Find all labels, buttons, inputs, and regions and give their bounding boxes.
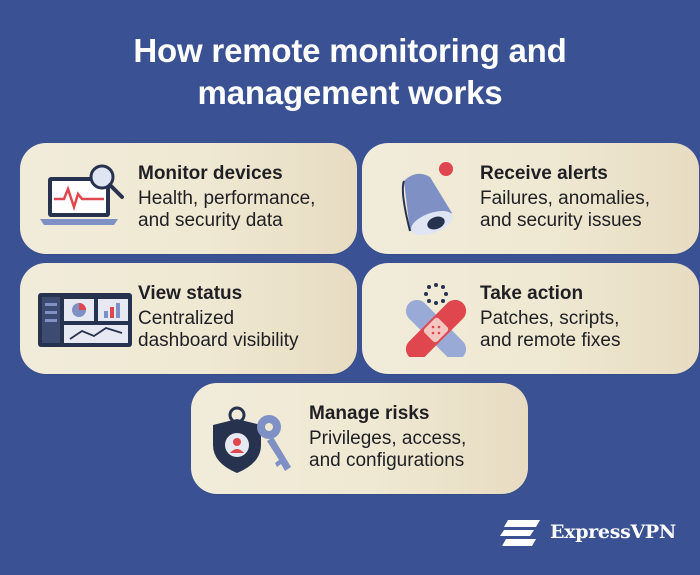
laptop-magnifier-icon	[38, 161, 132, 237]
dashboard-icon	[38, 281, 132, 357]
card-description-line-2: dashboard visibility	[138, 330, 299, 351]
card-receive-alerts: Receive alerts Failures, anomalies, and …	[362, 143, 699, 254]
card-description-line-2: and configurations	[309, 450, 465, 471]
page-title-line-2: management works	[197, 74, 503, 111]
page-title-line-1: How remote monitoring and	[133, 32, 567, 69]
expressvpn-mark-icon	[500, 520, 540, 546]
card-heading: Take action	[480, 283, 584, 304]
card-description-line-1: Failures, anomalies,	[480, 188, 651, 209]
bell-alert-icon	[380, 161, 474, 237]
card-description-line-2: and remote fixes	[480, 330, 621, 351]
card-description-line-1: Centralized	[138, 308, 235, 329]
card-description-line-1: Patches, scripts,	[480, 308, 620, 329]
card-manage-risks: Manage risks Privileges, access, and con…	[191, 383, 528, 494]
shield-key-icon	[209, 401, 303, 477]
card-description-line-2: and security data	[138, 210, 283, 231]
card-view-status: View status Centralized dashboard visibi…	[20, 263, 357, 374]
expressvpn-logo: ExpressVPN	[500, 516, 680, 550]
card-heading: Monitor devices	[138, 163, 283, 184]
card-description-line-2: and security issues	[480, 210, 642, 231]
card-description-line-1: Health, performance,	[138, 188, 316, 209]
page-title: How remote monitoring and management wor…	[0, 30, 700, 114]
card-heading: Manage risks	[309, 403, 430, 424]
card-description-line-1: Privileges, access,	[309, 428, 467, 449]
card-heading: Receive alerts	[480, 163, 608, 184]
card-heading: View status	[138, 283, 243, 304]
bandage-icon	[380, 281, 474, 361]
card-take-action: Take action Patches, scripts, and remote…	[362, 263, 699, 374]
card-monitor-devices: Monitor devices Health, performance, and…	[20, 143, 357, 254]
brand-name: ExpressVPN	[550, 521, 676, 543]
